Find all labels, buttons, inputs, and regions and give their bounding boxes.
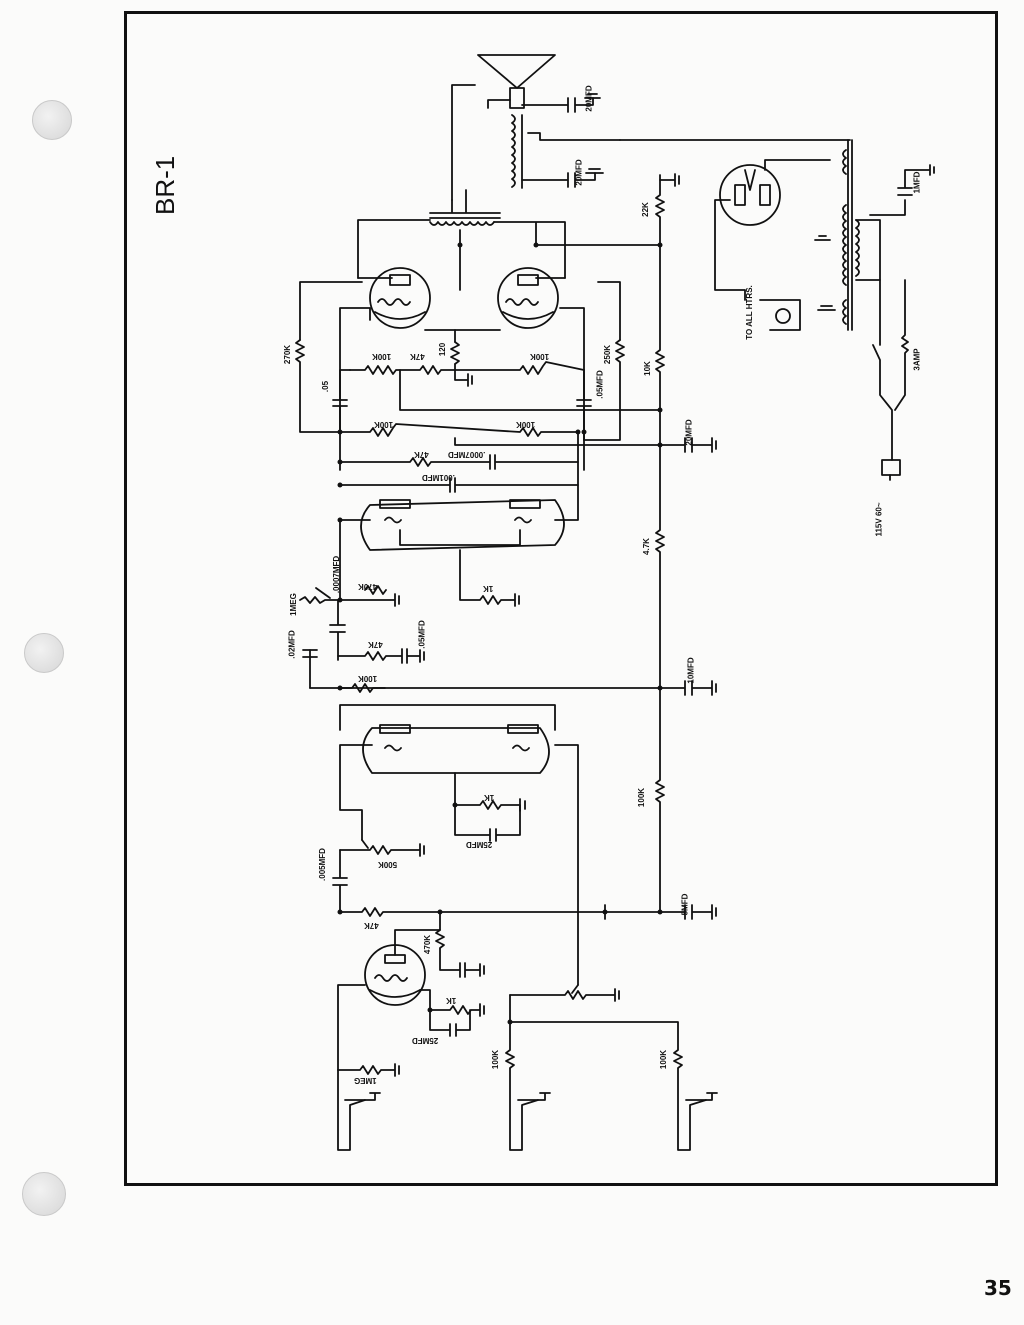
label-c-25mfd-b: 25MFD: [412, 1036, 439, 1045]
label-c-20mfd-b: 20MFD: [584, 85, 594, 112]
label-r-10k: 10K: [642, 361, 652, 376]
label-r-100k-b: 100K: [530, 352, 550, 361]
label-r-100k-d: 100K: [516, 420, 536, 429]
label-r-250k: 250K: [603, 344, 613, 365]
label-c-10mfd: 10MFD: [686, 657, 696, 684]
label-c-005: .005MFD: [317, 848, 327, 881]
output-coil: [451, 84, 621, 213]
label-r-120: 120: [438, 342, 448, 357]
punch-hole-bottom: [22, 1172, 66, 1216]
label-r-470k: 470K: [358, 582, 378, 591]
label-c-1mfd: 1MFD: [912, 171, 922, 194]
phase-inverter-tube: [360, 499, 565, 551]
page-number: 35: [984, 1276, 1012, 1300]
label-r-1k-b: 1K: [484, 793, 495, 802]
label-fuse: 3AMP: [912, 348, 922, 371]
output-tube-right: [497, 267, 559, 329]
punch-hole-top: [32, 100, 72, 140]
label-r-47k-divider: 47K: [410, 352, 425, 361]
label-c-05mfd-tone: .05MFD: [417, 620, 427, 649]
speaker-icon: [477, 54, 556, 109]
output-transformer: [357, 212, 661, 291]
label-r-4-7k: 4.7K: [641, 538, 651, 555]
label-c-0007-vol: .0007MFD: [332, 555, 342, 594]
label-r-100k-g: 100K: [659, 1049, 669, 1070]
label-c-5mfd: 5MFD: [680, 893, 690, 916]
label-r-100k-f: 100K: [491, 1049, 501, 1070]
label-c-25mfd: 25MFD: [466, 840, 493, 849]
label-r-100k-bplus: 100K: [637, 787, 647, 808]
label-r-47k-input: 47K: [364, 921, 379, 930]
label-r-100k-a: 100K: [372, 352, 392, 361]
output-tube-left: [369, 267, 431, 329]
drawing-frame: [124, 11, 998, 1186]
label-heaters: TO ALL HTRS.: [744, 285, 754, 340]
label-r-47k-feedback: 47K: [414, 450, 429, 459]
label-c-0007: .0007MFD: [448, 450, 486, 459]
label-r-22k: 22K: [640, 202, 650, 217]
label-c-05mfd: .05MFD: [595, 370, 605, 399]
label-r-47k-tone: 47K: [368, 640, 383, 649]
label-r-1meg-in: 1MEG: [354, 1076, 377, 1085]
label-c-20mfd-c: 20MFD: [574, 159, 584, 186]
label-c-05: .05: [321, 380, 331, 393]
label-mains: 115V 60~: [874, 502, 884, 537]
label-c-001: .001MFD: [422, 473, 455, 482]
label-r-100k-c: 100K: [374, 420, 394, 429]
label-c-02mfd: .02MFD: [287, 630, 297, 659]
label-r-470k-b: 470K: [423, 934, 433, 955]
label-c-20mfd-a: 20MFD: [684, 419, 694, 446]
label-r-500k: 500K: [378, 860, 398, 869]
label-r-1k-c: 1K: [446, 996, 457, 1005]
punch-hole-middle: [24, 633, 64, 673]
r-120: [450, 341, 460, 365]
label-r-1meg-pot: 1MEG: [288, 593, 298, 616]
input-jack-1: [337, 1063, 400, 1151]
rectifier-tube: [719, 164, 781, 226]
label-r-100k-e: 100K: [358, 674, 378, 683]
input-jack-2: [505, 984, 718, 1151]
preamp-tube-b: [362, 724, 550, 774]
power-transformer: [814, 139, 860, 331]
label-r-1k: 1K: [483, 584, 494, 593]
label-r-270k: 270K: [283, 344, 293, 365]
